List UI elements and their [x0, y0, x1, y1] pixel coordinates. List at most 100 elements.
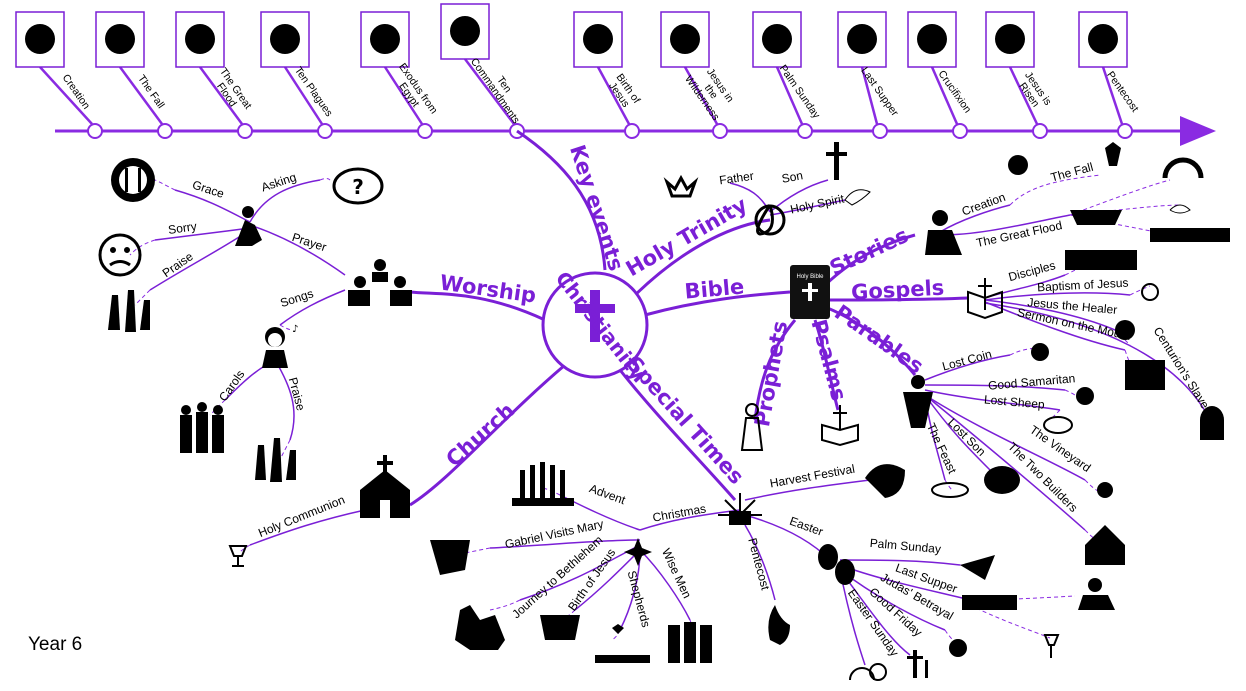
timeline-connector: [860, 66, 879, 125]
timeline-connector: [596, 66, 631, 125]
open-bible-cross-icon: [967, 278, 1003, 320]
timeline-label: Palm Sunday: [777, 63, 823, 122]
branch-lines: [409, 129, 969, 507]
coins-bag-icon: [949, 639, 967, 657]
story-tree-icon: [1105, 142, 1121, 166]
story-flood-label: The Great Flood: [975, 218, 1063, 250]
cross-icon: [575, 290, 615, 342]
timeline-label: Crucifixion: [935, 68, 973, 115]
wine-bread-icon: [1043, 634, 1060, 658]
pentecost-label: Pentecost: [745, 536, 773, 592]
timeline-connector: [118, 66, 164, 125]
psalms-label: Psalms: [806, 317, 851, 404]
wise-men-label: Wise Men: [659, 546, 694, 600]
timeline-label: Pentecost: [1104, 69, 1141, 114]
tree-serpent-icon-glyph: [105, 24, 135, 54]
feast-plate-icon: [931, 482, 969, 498]
timeline-connector: [683, 66, 719, 125]
timeline-connector: [930, 66, 959, 125]
stories-icons: [931, 142, 1230, 565]
disciples-icon: [1065, 250, 1137, 270]
timeline-node: [87, 123, 103, 139]
fireworks-icon: [718, 493, 762, 525]
pentecost-icon-glyph: [1088, 24, 1118, 54]
harvest-label: Harvest Festival: [769, 462, 856, 491]
special-times-line: [618, 369, 737, 501]
healer-icon: [1115, 320, 1135, 340]
globe-hands-icon-glyph: [25, 24, 55, 54]
palm-icon: [960, 555, 995, 580]
tablets-icon-glyph: [450, 16, 480, 46]
samaritan-icon: [1076, 387, 1094, 405]
praying-person-icon: [235, 206, 262, 246]
timeline-connector: [1101, 66, 1124, 125]
svg-text:?: ?: [352, 175, 364, 199]
parables-label: Parables: [830, 300, 928, 378]
singer-icon: ♪: [262, 324, 298, 368]
sad-face-icon: [98, 233, 142, 277]
story-globe-icon: [1008, 155, 1028, 175]
crown-icon: [663, 174, 699, 198]
star-icon: [624, 538, 652, 566]
church-label: Church: [441, 398, 519, 471]
shepherds-label: Shepherds: [625, 569, 654, 629]
grapes-icon: [1097, 482, 1113, 498]
carol-singers-icon: [180, 402, 224, 453]
timeline-label: The Fall: [135, 73, 167, 111]
timeline-label: Jesus intheWilderness: [682, 61, 740, 123]
bible-book-label: Holy Bible: [796, 274, 824, 280]
ark-small-icon: [1070, 210, 1122, 225]
asking-label: Asking: [259, 170, 298, 194]
son-label: Son: [781, 168, 804, 185]
christmas-label: Christmas: [651, 501, 707, 524]
church-line: [409, 363, 566, 507]
chalice-icon-glyph: [847, 24, 877, 54]
manger-icon: [540, 615, 580, 640]
good-friday-crosses-icon: [907, 650, 928, 678]
easter-sunday-tomb-icon: [849, 663, 887, 681]
empty-tomb-icon-glyph: [995, 24, 1025, 54]
worship-label: Worship: [438, 270, 537, 307]
last-supper-table-icon: [962, 595, 1017, 610]
centurion-helmet-icon: [1200, 406, 1224, 440]
timeline-connector: [1008, 66, 1039, 125]
bible-label: Bible: [684, 274, 746, 303]
rainbow-icon: [1162, 157, 1204, 179]
timeline-node: [797, 123, 813, 139]
bible-line: [644, 290, 791, 317]
question-bubble-icon: ?: [332, 167, 384, 205]
holy-spirit-label: Holy Spirit: [789, 191, 846, 216]
palms-icon-glyph: [762, 24, 792, 54]
psalms-line: [813, 319, 840, 411]
trinity-knot-icon: [754, 204, 786, 236]
baptism-icon: [1141, 283, 1159, 301]
timeline-node: [237, 123, 253, 139]
worship-line: [409, 290, 546, 322]
congregation-icon: [348, 259, 412, 306]
flood-dove-icon: [1169, 204, 1191, 214]
timeline-node: [712, 123, 728, 139]
song-praise-label: Praise: [286, 376, 308, 413]
timeline-node: [952, 123, 968, 139]
ark-icon-glyph: [185, 24, 215, 54]
timeline-node: [417, 123, 433, 139]
key-events-label: Key events: [565, 142, 628, 274]
three-crosses-icon-glyph: [917, 24, 947, 54]
timeline-label: Last Supper: [858, 65, 901, 119]
timeline-node: [624, 123, 640, 139]
church-building-icon: [360, 455, 410, 518]
special-times-label: Special Times: [622, 352, 749, 489]
lost-sheep-label: Lost Sheep: [983, 392, 1045, 411]
pentecost-flame-icon: [768, 605, 790, 645]
svg-text:♪: ♪: [292, 324, 298, 335]
shepherds-icon: [595, 624, 650, 663]
timeline-node: [157, 123, 173, 139]
lost-son-icon: [984, 466, 1020, 494]
timeline-node: [317, 123, 333, 139]
nativity-icon-glyph: [583, 24, 613, 54]
prophets-label: Prophets: [750, 319, 792, 428]
reading-person-icon: [925, 210, 962, 255]
harvest-cornucopia-icon: [865, 464, 905, 498]
easter-label: Easter: [788, 514, 825, 539]
timeline-connector: [383, 66, 424, 125]
